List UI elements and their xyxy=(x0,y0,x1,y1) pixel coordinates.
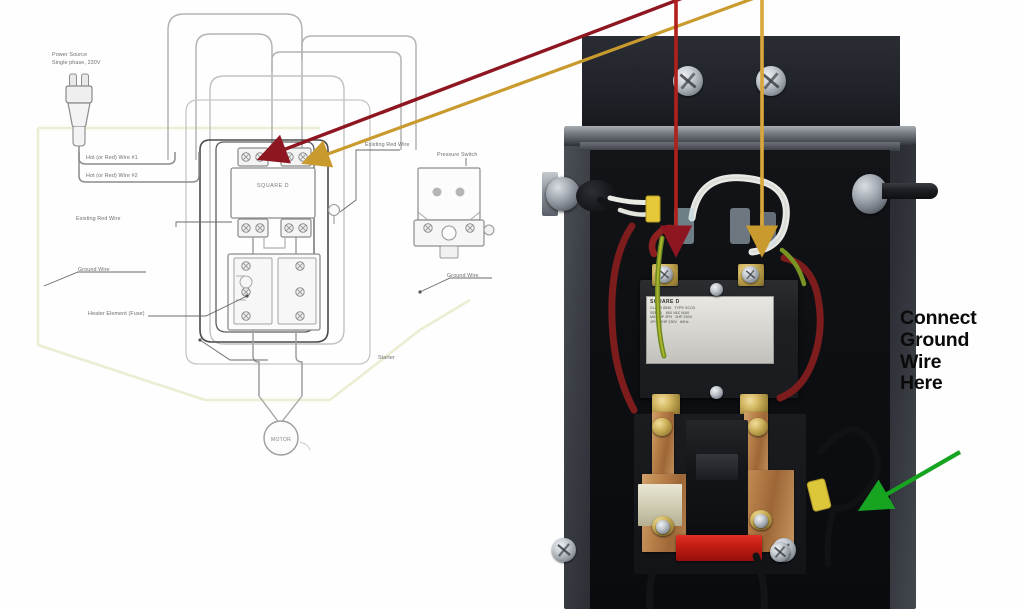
callout-line-1: Connect xyxy=(900,307,977,329)
contactor-frame-screw-bottom xyxy=(710,386,723,399)
label-starter: Starter xyxy=(378,354,395,362)
overload-screw-top-left xyxy=(652,418,672,436)
enclosure-screw-bottom-left xyxy=(552,538,576,562)
connect-ground-wire-callout: Connect Ground Wire Here xyxy=(900,307,1020,395)
wiring-schematic: SQUARE D xyxy=(36,13,495,456)
label-heater-element: Heater Element (Fuse) xyxy=(88,310,145,318)
cable-gland-left xyxy=(546,177,580,211)
overload-terminal-screw-right xyxy=(754,514,768,528)
mounting-screw-left xyxy=(673,66,703,96)
contactor-terminal-screw-l2 xyxy=(742,266,759,283)
callout-line-4: Here xyxy=(900,372,943,395)
label-existing-red-wire-left: Existing Red Wire xyxy=(76,215,121,223)
overload-screw-top-right xyxy=(748,418,768,436)
label-pressure-switch: Pressure Switch xyxy=(437,151,478,159)
overload-reset-button[interactable] xyxy=(676,535,762,561)
label-hot-wire-1: Hot (or Red) Wire #1 xyxy=(86,154,138,162)
contactor-nameplate: SQUARE D CLASS 8536 TYPE SCO3 SER. A 600… xyxy=(646,296,774,364)
contactor-terminal-screw-l1 xyxy=(656,266,673,283)
label-ground-wire-left: Ground Wire xyxy=(78,266,110,274)
callout-line-3: Wire xyxy=(900,350,942,373)
overload-mechanism xyxy=(686,420,748,548)
starter-enclosure-photo: SQUARE D CLASS 8536 TYPE SCO3 SER. A 600… xyxy=(534,22,938,609)
contactor-frame-screw-top xyxy=(710,283,723,296)
overload-terminal-screw-left xyxy=(656,520,670,534)
contactor-terminal-t2 xyxy=(740,394,768,416)
cable-gland-left-boot xyxy=(576,180,616,212)
label-existing-red-wire-right: Existing Red Wire xyxy=(365,141,410,149)
supply-cable-right xyxy=(882,183,938,199)
schematic-motor-label: MOTOR xyxy=(271,437,291,443)
schematic-drawing: SQUARE D xyxy=(36,13,495,456)
enclosure-top-flange xyxy=(582,36,900,132)
contactor-terminal-t1 xyxy=(652,394,680,416)
label-hot-wire-2: Hot (or Red) Wire #2 xyxy=(86,172,138,180)
ground-screw xyxy=(770,542,790,562)
overload-trip-window xyxy=(696,454,738,480)
label-power-source: Power Source Single phase, 230V xyxy=(52,51,101,67)
mounting-screw-right xyxy=(756,66,786,96)
label-ground-wire-right: Ground Wire xyxy=(447,272,479,280)
callout-line-2: Ground xyxy=(900,328,970,351)
schematic-contactor-brand: SQUARE D xyxy=(257,183,289,189)
